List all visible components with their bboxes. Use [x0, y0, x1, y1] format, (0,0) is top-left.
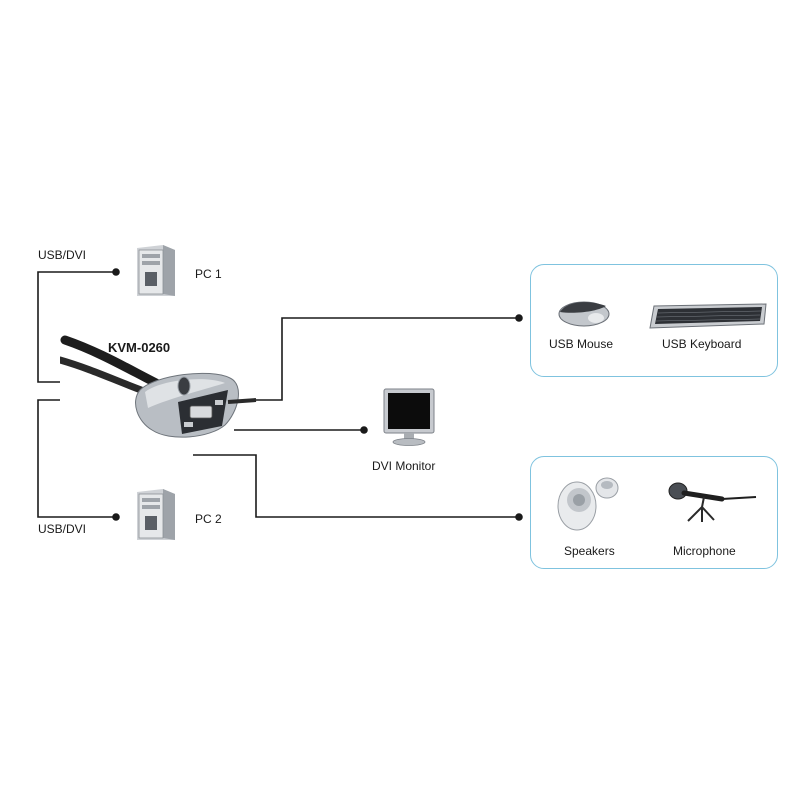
pc1-label: PC 1 [195, 267, 222, 281]
line-pc2 [37, 399, 116, 518]
line-pc1 [37, 271, 116, 383]
pc1-cable-label: USB/DVI [38, 248, 87, 262]
dot-audio [515, 513, 523, 521]
pc2-label: PC 2 [195, 512, 222, 526]
kvm-switch-icon [56, 330, 260, 460]
kvm-model-label: KVM-0260 [108, 340, 171, 355]
speakers-label: Speakers [564, 544, 615, 558]
monitor-label: DVI Monitor [372, 459, 436, 473]
monitor-icon [380, 387, 438, 452]
mouse-label: USB Mouse [549, 337, 614, 351]
pc2-cable-label: USB/DVI [38, 522, 87, 536]
pc2-tower-icon [133, 488, 179, 547]
microphone-label: Microphone [673, 544, 736, 558]
dot-input [515, 314, 523, 322]
dot-pc1 [112, 268, 120, 276]
line-audio [193, 454, 519, 518]
pc1-tower-icon [133, 244, 179, 303]
dot-pc2 [112, 513, 120, 521]
line-input [254, 317, 519, 401]
keyboard-icon [648, 302, 770, 335]
speakers-icon [553, 472, 623, 539]
mouse-icon [556, 296, 612, 335]
dot-monitor [360, 426, 368, 434]
microphone-icon [664, 475, 760, 530]
keyboard-label: USB Keyboard [662, 337, 742, 351]
